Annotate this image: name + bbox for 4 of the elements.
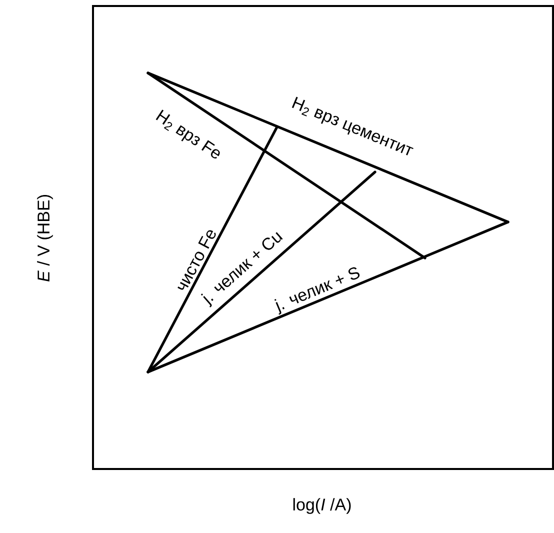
axis-label: log(I /A): [293, 498, 351, 514]
line-label: ј. челик + S: [274, 267, 360, 315]
line-label: H$_{2}$ врз Fe: [156, 110, 220, 159]
axis-label: E / V (НВЕ): [37, 195, 53, 282]
